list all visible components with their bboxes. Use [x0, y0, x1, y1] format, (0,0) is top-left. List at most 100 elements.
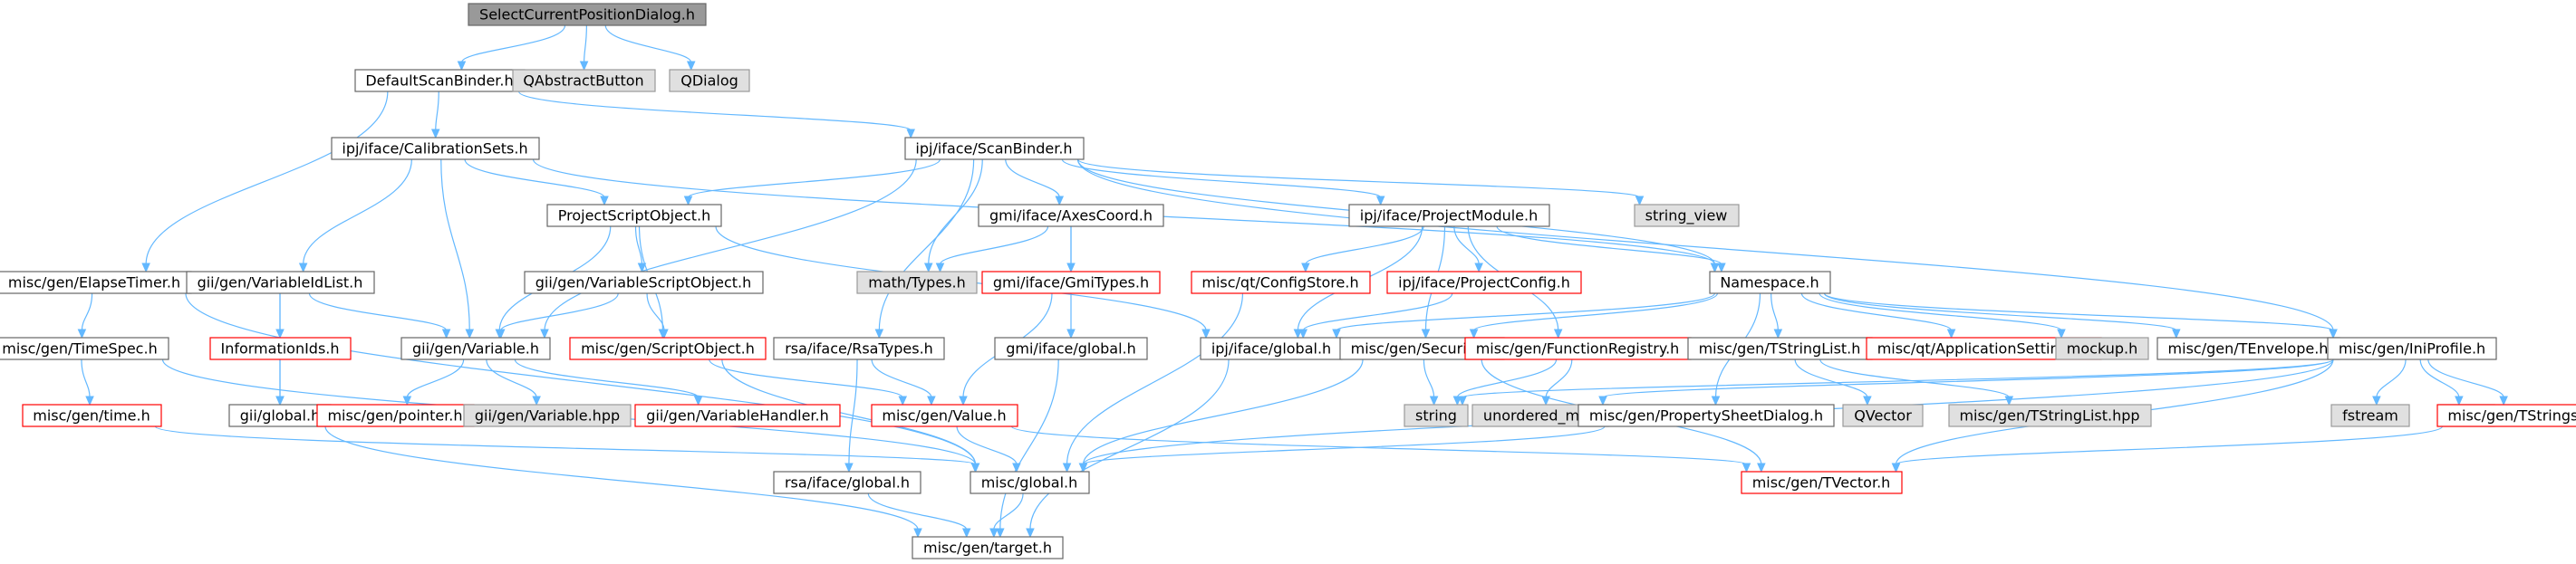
node-rsaGlobal[interactable]: rsa/iface/global.h [773, 471, 921, 494]
arrowhead [1469, 329, 1479, 339]
arrowhead [430, 129, 440, 139]
node-box [669, 69, 750, 92]
edge-SelectCurrentPositionDialog-to-QAbstractButton [584, 24, 587, 63]
node-box [978, 204, 1164, 227]
node-VariableIdList[interactable]: gii/gen/VariableIdList.h [186, 271, 375, 294]
arrowhead [1757, 463, 1766, 473]
node-box [871, 404, 1018, 427]
edge-IniProfile-to-unordered_map [1602, 358, 2334, 398]
node-box [400, 337, 551, 360]
arrowhead [683, 196, 693, 206]
node-box [209, 337, 352, 360]
node-SelectCurrentPositionDialog[interactable]: SelectCurrentPositionDialog.h [468, 3, 707, 26]
node-label: misc/gen/TEnvelope.h [2168, 340, 2329, 358]
edge-TStrings-to-TVector [1895, 425, 2444, 465]
node-GmiTypes[interactable]: gmi/iface/GmiTypes.h [981, 271, 1161, 294]
edge-VariableScriptObject-to-Variable [500, 292, 619, 331]
edge-VariableIdList-to-Variable [308, 292, 448, 331]
node-box [1386, 271, 1582, 294]
node-gmiGlobal[interactable]: gmi/iface/global.h [994, 337, 1148, 360]
node-Namespace[interactable]: Namespace.h [1709, 271, 1831, 294]
node-label: misc/gen/ScriptObject.h [581, 340, 755, 358]
node-label: misc/gen/pointer.h [327, 407, 462, 425]
edge-Namespace-to-Security [1473, 292, 1718, 331]
edge-ScriptObject-to-miscGlobal [721, 358, 977, 465]
edge-IniProfile-to-TStrings [2427, 358, 2504, 398]
node-miscTime[interactable]: misc/gen/time.h [22, 404, 162, 427]
node-CalibrationSets[interactable]: ipj/iface/CalibrationSets.h [331, 137, 540, 160]
arrowhead [1332, 329, 1341, 339]
edge-TimeSpec-to-miscTime [81, 358, 91, 398]
edge-IniProfile-to-string [1462, 358, 2334, 398]
node-box [1948, 404, 2152, 427]
node-ProjectConfig[interactable]: ipj/iface/ProjectConfig.h [1386, 271, 1582, 294]
edges-layer [77, 24, 2508, 539]
node-miscGlobal[interactable]: misc/global.h [970, 471, 1090, 494]
node-TStrings[interactable]: misc/gen/TStrings.h [2436, 404, 2576, 427]
edge-DefaultScanBinder-to-ScanBinder [517, 91, 912, 131]
arrowhead [961, 528, 971, 539]
arrowhead [1026, 528, 1035, 539]
arrowhead [913, 528, 922, 539]
edge-Security-to-miscGlobal [1082, 358, 1364, 465]
edge-ProjectModule-to-Namespace [1496, 225, 1722, 265]
node-ScriptObject[interactable]: misc/gen/ScriptObject.h [569, 337, 767, 360]
arrowhead [85, 396, 94, 406]
node-box [773, 337, 945, 360]
node-label: ipj/iface/ScanBinder.h [915, 140, 1072, 158]
node-box [856, 271, 978, 294]
node-DefaultScanBinder[interactable]: DefaultScanBinder.h [354, 69, 526, 92]
edge-Namespace-to-TStringList [1770, 292, 1779, 331]
arrowhead [1553, 329, 1563, 339]
node-ProjectScriptObject[interactable]: ProjectScriptObject.h [546, 204, 722, 227]
node-Value[interactable]: misc/gen/Value.h [871, 404, 1018, 427]
arrowhead [1773, 329, 1783, 339]
node-VariableScriptObject[interactable]: gii/gen/VariableScriptObject.h [524, 271, 764, 294]
node-FunctionRegistry[interactable]: misc/gen/FunctionRegistry.h [1464, 337, 1692, 360]
node-TimeSpec[interactable]: misc/gen/TimeSpec.h [0, 337, 169, 360]
node-box [512, 69, 656, 92]
node-TEnvelope[interactable]: misc/gen/TEnvelope.h [2156, 337, 2340, 360]
node-Variable[interactable]: gii/gen/Variable.h [400, 337, 551, 360]
node-QVector: QVector [1842, 404, 1924, 427]
node-label: misc/gen/FunctionRegistry.h [1476, 340, 1680, 358]
node-box [1577, 404, 1835, 427]
edge-TStringList-to-TStringListHpp [1819, 358, 2010, 398]
node-RsaTypes[interactable]: rsa/iface/RsaTypes.h [773, 337, 945, 360]
arrowhead [844, 463, 854, 473]
node-AxesCoord[interactable]: gmi/iface/AxesCoord.h [978, 204, 1164, 227]
node-pointer[interactable]: misc/gen/pointer.h [316, 404, 475, 427]
node-IniProfile[interactable]: misc/gen/IniProfile.h [2327, 337, 2497, 360]
node-QDialog: QDialog [669, 69, 750, 92]
arrowhead [1293, 329, 1303, 339]
node-target[interactable]: misc/gen/target.h [912, 536, 1064, 559]
node-PropertySheetDialog[interactable]: misc/gen/PropertySheetDialog.h [1577, 404, 1835, 427]
node-label: math/Types.h [868, 274, 966, 292]
node-box [468, 3, 707, 26]
node-ElapseTimer[interactable]: misc/gen/ElapseTimer.h [0, 271, 192, 294]
node-label: misc/gen/TStringList.h [1699, 340, 1861, 358]
node-ScanBinder[interactable]: ipj/iface/ScanBinder.h [904, 137, 1085, 160]
node-giiGlobal[interactable]: gii/global.h [228, 404, 332, 427]
node-box [970, 471, 1090, 494]
node-TStringList[interactable]: misc/gen/TStringList.h [1687, 337, 1873, 360]
arrowhead [906, 129, 915, 139]
node-ipjGlobal[interactable]: ipj/iface/global.h [1200, 337, 1343, 360]
node-ProjectModule[interactable]: ipj/iface/ProjectModule.h [1348, 204, 1550, 227]
node-fstream: fstream [2330, 404, 2410, 427]
node-InformationIds[interactable]: InformationIds.h [209, 337, 352, 360]
arrowhead [465, 329, 475, 339]
node-TVector[interactable]: misc/gen/TVector.h [1741, 471, 1903, 494]
arrowhead [1429, 396, 1439, 406]
edge-CalibrationSets-to-ProjectScriptObject [464, 158, 605, 198]
node-label: gii/gen/VariableScriptObject.h [535, 274, 752, 292]
arrowhead [693, 396, 703, 406]
arrowhead [1298, 329, 1308, 339]
node-ConfigStore[interactable]: misc/qt/ConfigStore.h [1191, 271, 1371, 294]
arrowhead [441, 329, 451, 339]
edge-miscGlobal-to-target [993, 492, 1024, 531]
node-VariableHandler[interactable]: gii/gen/VariableHandler.h [634, 404, 841, 427]
arrowhead [1066, 329, 1076, 339]
node-label: ipj/iface/ProjectModule.h [1360, 207, 1539, 225]
